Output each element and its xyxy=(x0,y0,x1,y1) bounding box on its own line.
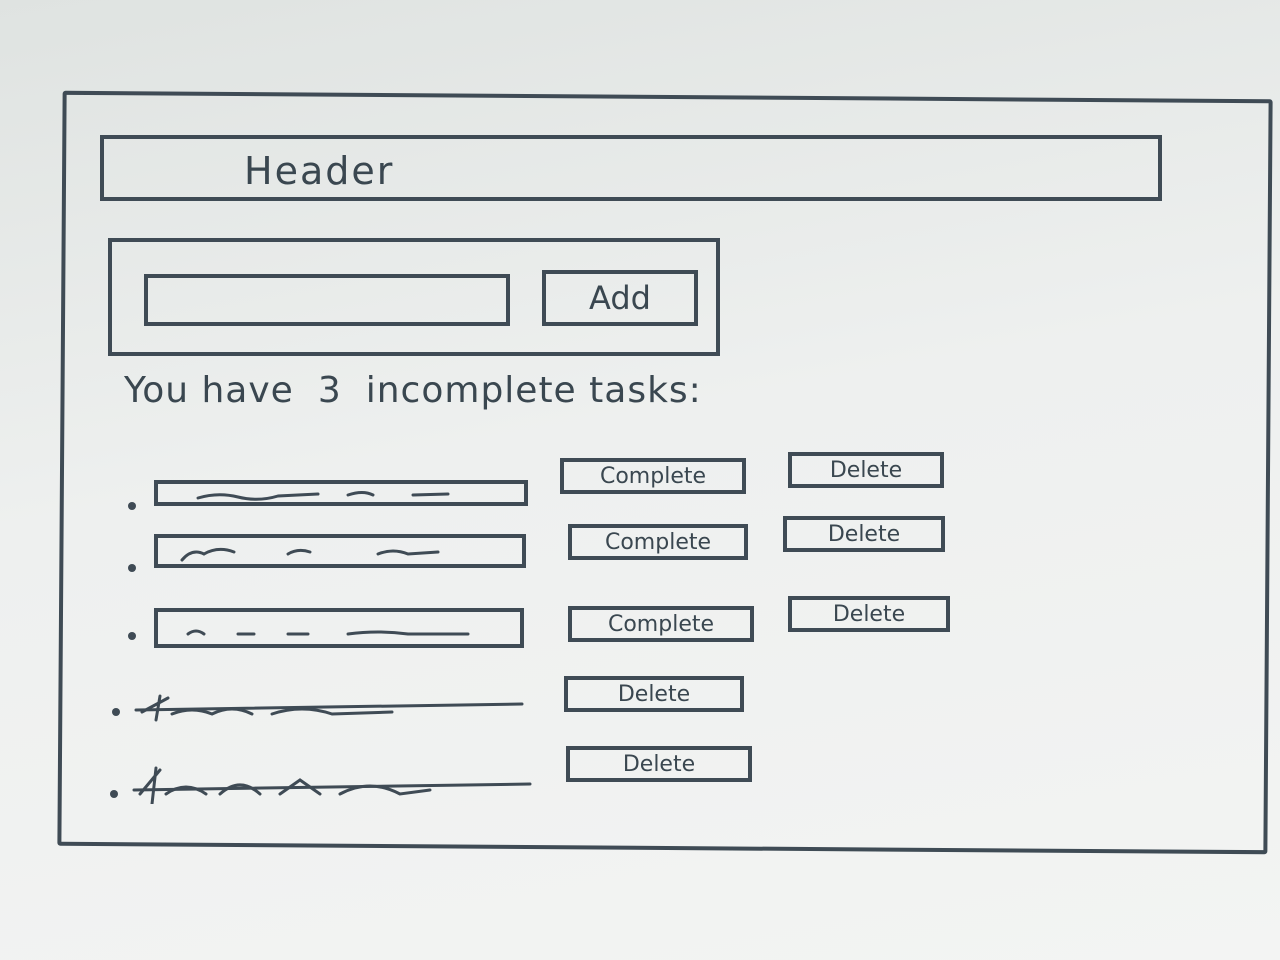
bullet-icon xyxy=(112,708,120,716)
delete-button[interactable]: Delete xyxy=(783,516,945,552)
delete-button[interactable]: Delete xyxy=(564,676,744,712)
completed-task-text xyxy=(134,694,524,722)
delete-button[interactable]: Delete xyxy=(788,452,944,488)
completed-task-text xyxy=(132,766,532,804)
bullet-icon xyxy=(110,790,118,798)
task-row: Complete Delete xyxy=(128,516,948,584)
task-text-scribble xyxy=(196,491,450,501)
incomplete-count: 3 xyxy=(317,370,342,411)
delete-button[interactable]: Delete xyxy=(566,746,752,782)
delete-button[interactable]: Delete xyxy=(788,596,950,632)
task-row: Complete Delete xyxy=(128,596,958,656)
summary-prefix: You have xyxy=(124,370,294,411)
page-title: Header xyxy=(244,149,395,193)
complete-button[interactable]: Complete xyxy=(560,458,746,494)
incomplete-summary: You have 3 incomplete tasks: xyxy=(124,370,726,411)
task-text-scribble xyxy=(180,547,440,562)
complete-button[interactable]: Complete xyxy=(568,524,748,560)
bullet-icon xyxy=(128,564,136,572)
task-text xyxy=(154,608,524,648)
new-task-input[interactable] xyxy=(144,274,510,326)
page-header: Header xyxy=(100,135,1162,201)
task-text-scribble xyxy=(186,629,470,636)
task-text xyxy=(154,534,526,568)
completed-task-row: Delete xyxy=(110,746,760,804)
bullet-icon xyxy=(128,632,136,640)
complete-button[interactable]: Complete xyxy=(568,606,754,642)
task-text xyxy=(154,480,528,506)
summary-suffix: incomplete tasks: xyxy=(365,370,702,411)
completed-task-row: Delete xyxy=(112,676,752,726)
bullet-icon xyxy=(128,502,136,510)
add-task-form: Add xyxy=(108,238,720,356)
add-button[interactable]: Add xyxy=(542,270,698,326)
task-row: Complete Delete xyxy=(128,452,948,516)
